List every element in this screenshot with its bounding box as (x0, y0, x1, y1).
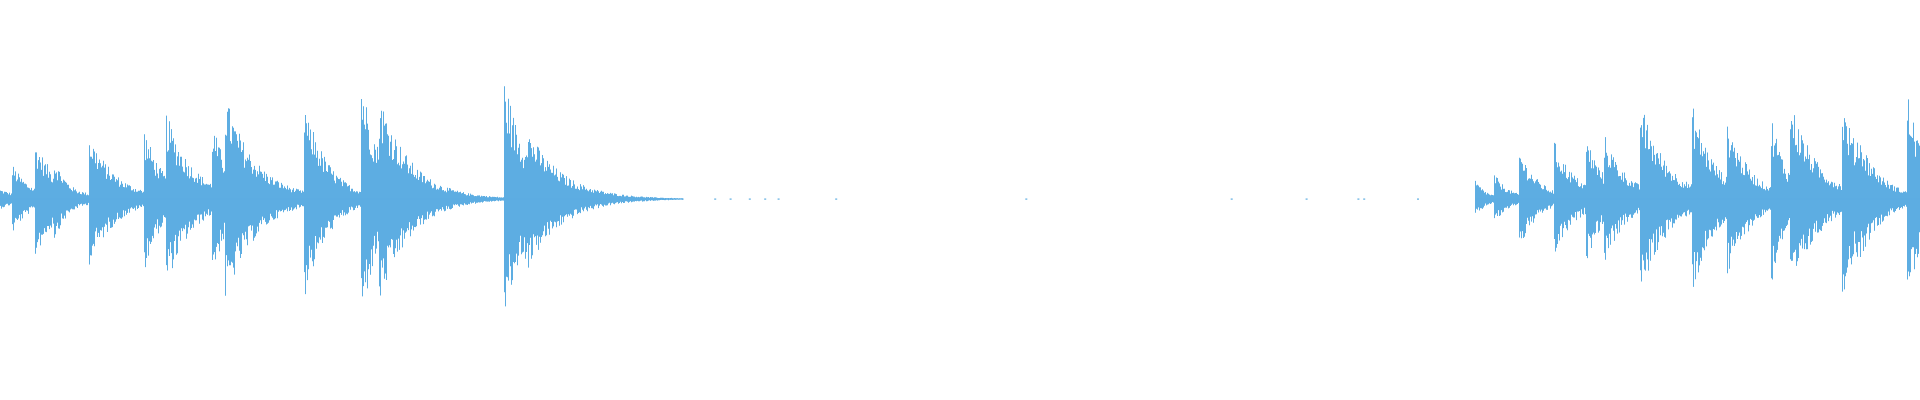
waveform-speck (1025, 198, 1028, 200)
waveform-track (0, 86, 1920, 307)
waveform-speck (1363, 198, 1366, 200)
waveform-speck (748, 198, 751, 200)
waveform-speck (681, 198, 684, 200)
waveform-envelope (0, 86, 1920, 307)
waveform-speck (764, 198, 767, 200)
waveform-speck (1357, 198, 1360, 200)
waveform-speck (1305, 198, 1308, 200)
waveform-speck (1417, 198, 1419, 200)
waveform-speck (835, 198, 838, 200)
waveform-speck (777, 198, 780, 200)
waveform-speck (729, 198, 732, 200)
waveform-speck (639, 198, 642, 200)
waveform-speck (1230, 198, 1233, 200)
waveform-speck (714, 198, 717, 200)
